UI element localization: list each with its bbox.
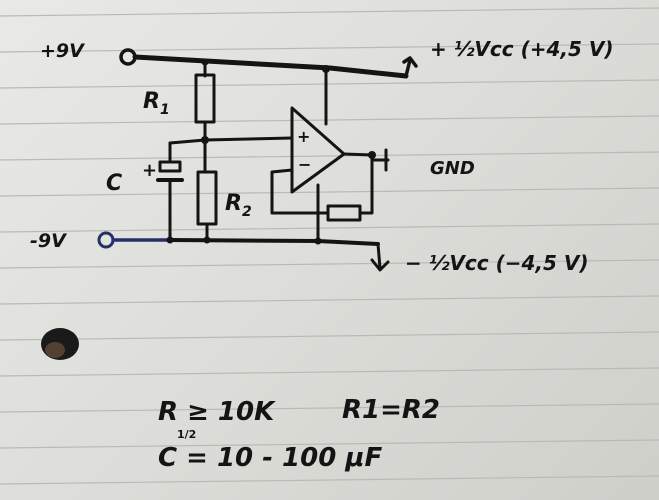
positive-rail-wire xyxy=(132,54,409,79)
equality-note: R1=R2 xyxy=(342,395,440,425)
feedback-wire xyxy=(270,168,330,215)
positive-terminal-label: +9V xyxy=(40,40,85,62)
gnd-label: GND xyxy=(430,158,475,179)
r2-label: R2 xyxy=(225,191,252,220)
capacitor-label: C xyxy=(106,171,122,196)
capacitor-c xyxy=(158,160,182,173)
opamp-symbol xyxy=(290,106,346,194)
negative-output-arrow xyxy=(370,242,390,272)
negative-rail-label: − ½Vcc (−4,5 V) xyxy=(405,251,589,275)
negative-terminal xyxy=(97,231,115,249)
resistor-r2 xyxy=(196,170,218,226)
resistor-subscript-note: 1/2 xyxy=(177,428,196,441)
feedback-resistor xyxy=(326,204,362,222)
rule-lines xyxy=(0,7,659,485)
positive-output-arrow xyxy=(402,56,418,78)
capacitor-plus-sign: + xyxy=(142,160,157,181)
r1-label: R1 xyxy=(143,89,170,118)
gnd-output-marker xyxy=(370,148,390,172)
capacitor-value-note: C = 10 - 100 μF xyxy=(158,443,383,473)
resistor-r1 xyxy=(194,73,216,124)
opamp-plus-label: + xyxy=(297,127,310,146)
positive-rail-label: + ½Vcc (+4,5 V) xyxy=(430,37,614,61)
resistor-value-note: R ≥ 10K xyxy=(158,397,276,427)
opamp-minus-label: − xyxy=(298,155,311,174)
negative-terminal-label: -9V xyxy=(30,230,67,252)
